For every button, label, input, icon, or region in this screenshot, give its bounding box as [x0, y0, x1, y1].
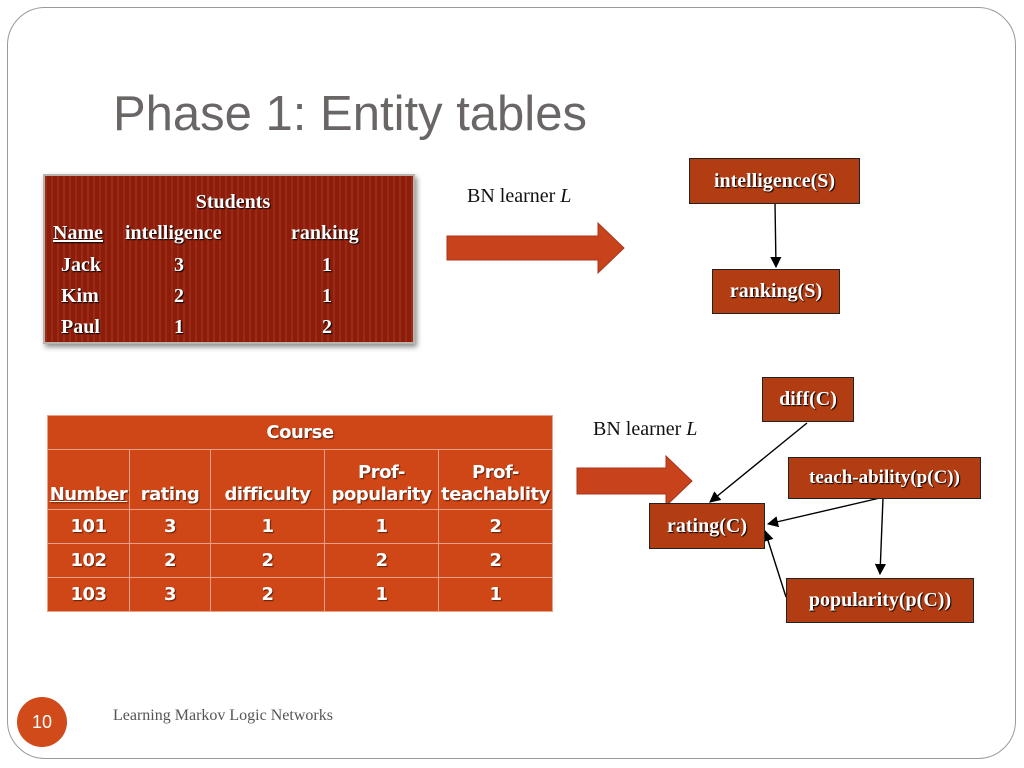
- course-header-number: Number: [47, 449, 130, 510]
- students-cell: Jack: [61, 254, 101, 276]
- course-caption: Course: [47, 415, 553, 450]
- edge-teach-rating: [766, 497, 881, 528]
- course-cell: 1: [324, 509, 439, 544]
- students-cell: 1: [322, 254, 332, 276]
- course-header-rating: rating: [129, 449, 211, 510]
- node-rating: rating(C): [649, 503, 765, 549]
- edge-diff-rating: [709, 422, 808, 503]
- slide-title: Phase 1: Entity tables: [113, 87, 587, 141]
- course-cell: 2: [210, 577, 325, 612]
- edge-teach-popularity: [874, 497, 886, 576]
- course-cell: 1: [438, 577, 553, 612]
- node-ranking: ranking(S): [712, 269, 840, 314]
- course-cell: 101: [47, 509, 130, 544]
- bn-learner-var: L: [686, 418, 698, 440]
- edge-intelligence-ranking: [770, 202, 782, 269]
- node-teach-ability: teach-ability(p(C)): [788, 457, 981, 499]
- edge-popularity-rating: [762, 529, 787, 598]
- course-header-difficulty: difficulty: [210, 449, 325, 510]
- students-cell: 1: [174, 316, 184, 338]
- bn-learner-label-bottom: BN learner L: [593, 418, 697, 441]
- students-cell: Kim: [61, 285, 99, 307]
- page-number: 10: [31, 711, 53, 732]
- bn-learner-label-top: BN learner L: [467, 185, 571, 208]
- block-arrow-right-icon: [576, 454, 693, 508]
- node-intelligence: intelligence(S): [689, 158, 860, 204]
- students-cell: Paul: [61, 316, 100, 338]
- block-arrow-right-icon: [446, 221, 625, 275]
- course-table: Course Number rating difficulty Prof- po…: [47, 415, 553, 612]
- students-header-intelligence: intelligence: [125, 222, 222, 244]
- course-cell: 102: [47, 543, 130, 578]
- students-header-ranking: ranking: [291, 222, 359, 244]
- course-header-prof-teachability: Prof- teachablity: [438, 449, 553, 510]
- page-number-badge: 10: [17, 697, 67, 747]
- students-cell: 2: [322, 316, 332, 338]
- course-cell: 2: [438, 509, 553, 544]
- course-cell: 2: [438, 543, 553, 578]
- students-cell: 3: [174, 254, 184, 276]
- course-cell: 1: [324, 577, 439, 612]
- course-cell: 3: [129, 509, 211, 544]
- bn-learner-var: L: [560, 185, 572, 207]
- course-cell: 3: [129, 577, 211, 612]
- node-popularity: popularity(p(C)): [786, 578, 974, 623]
- students-caption: Students: [195, 191, 271, 213]
- node-diff: diff(C): [762, 377, 854, 422]
- slide-footer: Learning Markov Logic Networks: [113, 707, 333, 724]
- students-cell: 2: [174, 285, 184, 307]
- students-header-name: Name: [53, 222, 103, 244]
- bn-learner-text: BN learner: [467, 185, 561, 207]
- students-table: Students Name intelligence ranking Jack …: [43, 174, 415, 344]
- course-cell: 1: [210, 509, 325, 544]
- course-cell: 103: [47, 577, 130, 612]
- students-cell: 1: [322, 285, 332, 307]
- bn-learner-text: BN learner: [593, 418, 687, 440]
